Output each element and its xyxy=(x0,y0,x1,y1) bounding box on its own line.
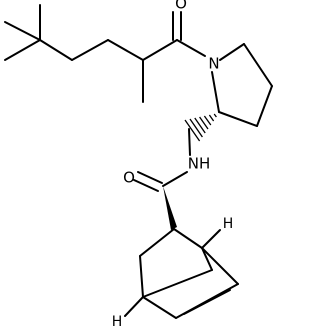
bond-c3-c4 xyxy=(139,255,144,298)
bond-c1-h-top xyxy=(201,229,221,249)
bond-c3-c2 xyxy=(218,111,258,127)
ketone-oxygen-label: O xyxy=(175,0,187,13)
bridgehead-hydrogen-top-label: H xyxy=(223,216,234,232)
bond-amide-c-o-2 xyxy=(133,179,159,192)
bond-c2-c3 xyxy=(139,228,175,257)
pyrrolidine-nitrogen-label: N xyxy=(208,55,219,73)
bond-c6-c5-inner xyxy=(183,289,231,315)
acyl-chain xyxy=(4,4,206,103)
hashed-wedge-bond xyxy=(184,113,217,142)
bond-c1-c6 xyxy=(201,247,239,285)
bond-tbu-methyl-left xyxy=(4,21,41,41)
molecule-structure-diagram: O N NH O H H xyxy=(4,0,273,330)
bond-n-c5 xyxy=(219,43,245,61)
bond-ch2-ch xyxy=(107,39,144,61)
bond-c4-h-bottom xyxy=(124,296,144,317)
bond-carbonyl-n xyxy=(176,39,206,57)
bridgehead-hydrogen-bottom-label: H xyxy=(112,314,123,330)
bond-c7-c4 xyxy=(142,269,213,298)
bond-n-c2 xyxy=(211,71,220,113)
bond-quaternary-to-ch2 xyxy=(39,39,73,61)
bond-c2-c1 xyxy=(173,228,203,249)
bond-c5-c4 xyxy=(243,43,273,87)
solid-wedge-bond xyxy=(163,186,177,230)
bond-amide-c-o-1 xyxy=(137,171,163,184)
bond-ch2-nh xyxy=(188,128,191,156)
bond-c1-c7 xyxy=(201,247,213,271)
bond-nh-amide-c xyxy=(162,171,188,187)
bond-c5-c4 xyxy=(142,296,177,319)
amide-carbonyl xyxy=(133,171,163,192)
pyrrolidine-ring xyxy=(211,43,273,127)
bond-ch2-ch2 xyxy=(71,39,109,61)
amide-nh-label: NH xyxy=(188,155,211,173)
bond-tbu-methyl-bottom xyxy=(4,39,41,61)
amide-oxygen-label: O xyxy=(123,169,135,187)
bicycloheptene-ring xyxy=(124,228,239,319)
bond-c4-c3 xyxy=(256,85,273,127)
bond-ch-carbonyl xyxy=(142,39,178,61)
